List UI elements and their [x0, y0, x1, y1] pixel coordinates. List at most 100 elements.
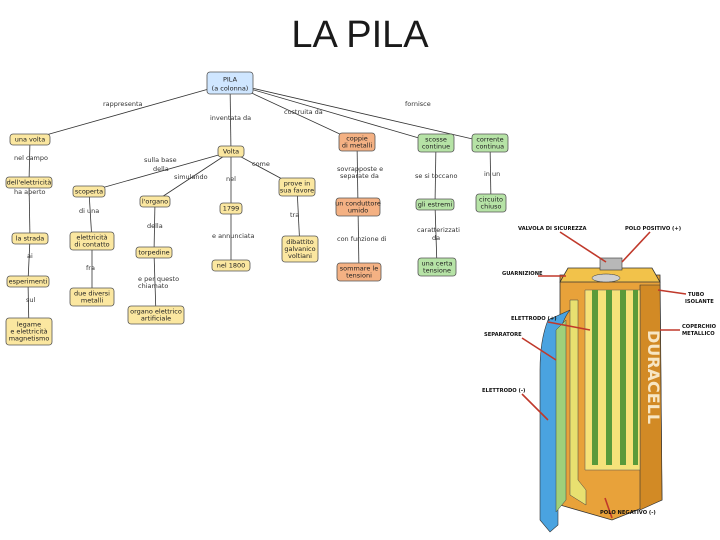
- concept-node-anno1799: 1799: [219, 202, 243, 215]
- label-valvola: VALVOLA DI SICUREZZA: [518, 226, 587, 232]
- link-phrase: costruita da: [284, 108, 323, 116]
- node-text: tensioni: [346, 272, 372, 280]
- link-phrase: nel: [226, 175, 236, 183]
- node-text: prove in: [284, 180, 310, 188]
- node-text: l'organo: [142, 198, 168, 206]
- node-text: un conduttore: [335, 200, 381, 208]
- concept-node-anno1800: nel 1800: [211, 259, 251, 272]
- link-phrase: e annunciata: [212, 232, 254, 240]
- map-edge: [153, 252, 157, 316]
- map-edge: [154, 151, 232, 202]
- node-text: Volta: [223, 148, 239, 156]
- link-phrase: inventata da: [210, 114, 251, 122]
- map-edge: [434, 142, 437, 205]
- node-text: voltiani: [288, 252, 312, 260]
- concept-node-strada: la strada: [11, 232, 49, 245]
- link-phrase: nel campo: [14, 154, 48, 162]
- label-elettrodo-neg: ELETTRODO (-): [482, 388, 525, 394]
- link-phrase: con funzione di: [337, 235, 387, 243]
- node-text: elettricità: [76, 234, 107, 242]
- map-edge: [28, 182, 31, 239]
- label-guarnizione: GUARNIZIONE: [502, 271, 543, 277]
- label-separatore: SEPARATORE: [484, 332, 522, 338]
- node-text: PILA: [223, 76, 238, 84]
- concept-node-esperimenti: esperimenti: [6, 275, 50, 288]
- link-phrase: caratterizzati: [417, 226, 460, 234]
- map-edge: [88, 151, 232, 192]
- node-text: una certa: [421, 260, 452, 268]
- concept-node-una-volta: una volta: [9, 133, 51, 146]
- concept-node-scoperta: scoperta: [72, 185, 106, 198]
- link-phrase: se si toccano: [415, 172, 457, 180]
- link-phrase: ai: [27, 252, 33, 260]
- concept-node-elettricita: dell'elettricità: [5, 176, 53, 189]
- link-phrase: di una: [79, 207, 99, 215]
- map-edge: [357, 206, 360, 273]
- node-text: (a colonna): [212, 85, 249, 93]
- concept-node-estremi: gli estremi: [415, 198, 455, 211]
- node-text: due diversi: [74, 290, 110, 298]
- map-edge: [229, 82, 437, 144]
- node-text: galvanico: [284, 245, 315, 253]
- node-text: tensione: [423, 267, 451, 275]
- link-phrase: chiamato: [138, 282, 168, 290]
- node-text: chiuso: [481, 203, 502, 211]
- concept-node-organo: l'organo: [139, 195, 171, 208]
- node-text: gli estremi: [418, 201, 453, 209]
- link-phrase: sul: [26, 296, 36, 304]
- node-text: e elettricità: [10, 328, 47, 336]
- link-phrase: separate da: [340, 172, 379, 180]
- map-edge: [229, 82, 491, 144]
- node-text: organo elettrico: [130, 308, 182, 316]
- link-phrase: simulando: [174, 173, 208, 181]
- link-phrase: sovrapposte e: [337, 165, 383, 173]
- node-text: una volta: [15, 136, 45, 144]
- node-text: corrente: [476, 136, 503, 144]
- link-phrase: rappresenta: [103, 100, 142, 108]
- node-text: magnetismo: [9, 335, 50, 343]
- link-phrase: fornisce: [405, 100, 431, 108]
- node-text: artificiale: [141, 315, 171, 323]
- label-polo-negativo: POLO NEGATIVO (-): [600, 510, 656, 516]
- battery-casing: DURACELL: [539, 257, 663, 533]
- node-text: dell'elettricità: [7, 179, 52, 187]
- concept-node-torpedine: torpedine: [135, 246, 173, 259]
- node-text: scoperta: [75, 188, 103, 196]
- node-text: sua favore: [280, 187, 314, 195]
- map-edge: [27, 238, 31, 282]
- map-edge: [356, 141, 359, 208]
- concept-node-root: PILA(a colonna): [206, 71, 254, 95]
- link-phrase: della: [147, 222, 163, 230]
- label-elettrodo-pos: ELETTRODO (+): [511, 316, 557, 322]
- node-text: 1799: [223, 205, 240, 213]
- map-edge: [229, 82, 232, 152]
- node-text: la strada: [16, 235, 45, 243]
- node-text: sommare le: [340, 265, 378, 273]
- node-text: torpedine: [138, 249, 169, 257]
- node-text: umido: [348, 207, 368, 215]
- map-edge: [153, 201, 156, 253]
- brand-text: DURACELL: [644, 330, 663, 424]
- link-phrase: in un: [484, 170, 500, 178]
- map-edge: [29, 82, 231, 140]
- map-edge: [434, 204, 438, 268]
- node-text: continue: [422, 143, 450, 151]
- label-polo-positivo: POLO POSITIVO (+): [625, 226, 681, 232]
- link-phrase: della: [153, 165, 169, 173]
- page-title: LA PILA: [291, 14, 429, 56]
- link-phrase: da: [432, 234, 440, 242]
